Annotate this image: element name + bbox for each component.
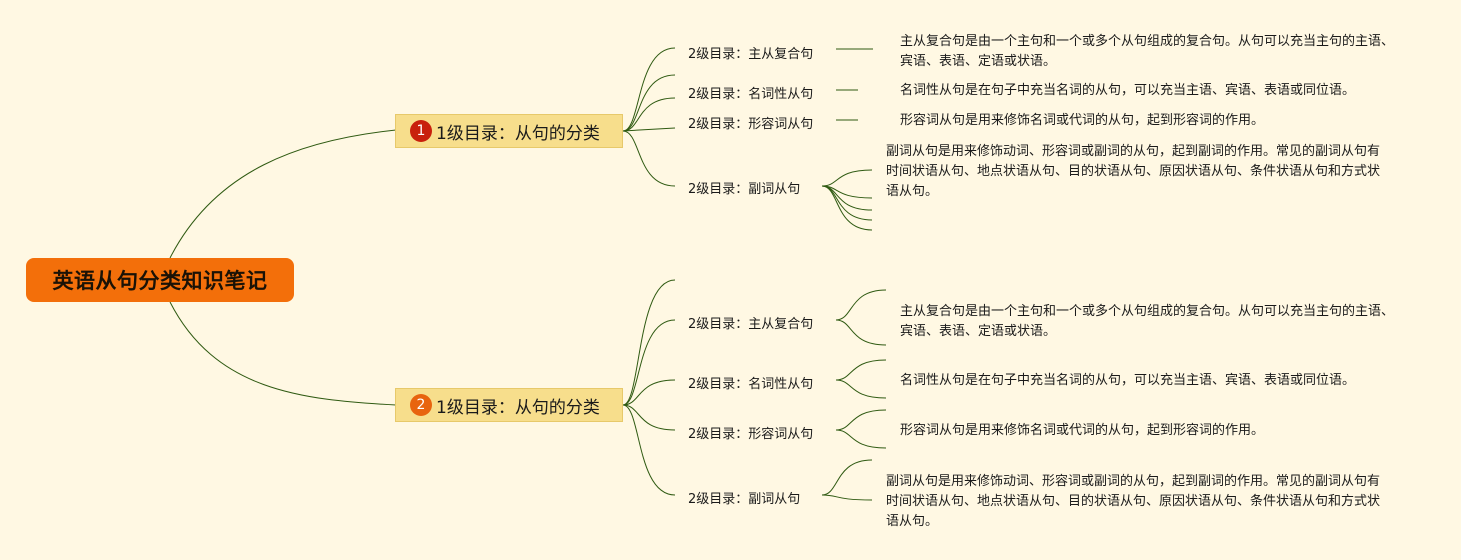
edge-b1-c2 [622, 97, 676, 132]
edge-2-3-a [835, 409, 887, 431]
note-1-4: 副词从句是用来修饰动词、形容词或副词的从句，起到副词的作用。常见的副词从句有时间… [886, 144, 1381, 199]
edge-b1-c1b [622, 74, 676, 132]
note-2-2: 名词性从句是在句子中充当名词的从句，可以充当主语、宾语、表语或同位语。 [900, 373, 1356, 388]
subtopic-2-3[interactable]: 2级目录：形容词从句 [688, 427, 814, 442]
branch-title: 1级目录：从句的分类 [436, 397, 600, 418]
edge-b1-c4 [622, 130, 676, 187]
note-1-2: 名词性从句是在句子中充当名词的从句，可以充当主语、宾语、表语或同位语。 [900, 83, 1356, 98]
subtopic-1-4[interactable]: 2级目录：副词从句 [688, 182, 801, 197]
edge-2-1-b [835, 319, 887, 346]
number-badge-icon: 2 [410, 394, 432, 416]
edge-b1-c3 [622, 127, 676, 132]
edge-b2-c3 [622, 404, 676, 431]
note-2-3: 形容词从句是用来修饰名词或代词的从句，起到形容词的作用。 [900, 423, 1265, 438]
note-2-4: 副词从句是用来修饰动词、形容词或副词的从句，起到副词的作用。常见的副词从句有时间… [886, 474, 1381, 529]
edge-2-3-b [835, 429, 887, 449]
subtopic-2-1[interactable]: 2级目录：主从复合句 [688, 317, 814, 332]
branch-topic-1[interactable]: 1 1级目录：从句的分类 [395, 114, 623, 148]
subtopic-2-4[interactable]: 2级目录：副词从句 [688, 492, 801, 507]
edge-2-4-b [821, 494, 873, 501]
edge-2-2-b [835, 379, 887, 399]
number-badge-icon: 1 [410, 120, 432, 142]
root-topic[interactable]: 英语从句分类知识笔记 [26, 258, 294, 302]
edge-2-1-a [835, 289, 887, 321]
subtopic-1-2[interactable]: 2级目录：名词性从句 [688, 87, 814, 102]
subtopic-2-2[interactable]: 2级目录：名词性从句 [688, 377, 814, 392]
edge-1-4-e [821, 185, 873, 231]
edge-2-4-a [821, 459, 873, 496]
subtopic-1-1[interactable]: 2级目录：主从复合句 [688, 47, 814, 62]
edge-b2-c0 [622, 279, 676, 406]
note-2-1: 主从复合句是由一个主句和一个或多个从句组成的复合句。从句可以充当主句的主语、宾语… [900, 304, 1395, 339]
edge-b1-c1 [622, 47, 676, 132]
subtopic-1-3[interactable]: 2级目录：形容词从句 [688, 117, 814, 132]
edge-1-4-d [821, 185, 873, 221]
edge-2-2-a [835, 359, 887, 381]
branch-topic-2[interactable]: 2 1级目录：从句的分类 [395, 388, 623, 422]
note-1-3: 形容词从句是用来修饰名词或代词的从句，起到形容词的作用。 [900, 113, 1265, 128]
edge-root-branch-2 [169, 301, 397, 406]
edge-b2-c1 [622, 319, 676, 406]
branch-title: 1级目录：从句的分类 [436, 123, 600, 144]
note-1-1: 主从复合句是由一个主句和一个或多个从句组成的复合句。从句可以充当主句的主语、宾语… [900, 34, 1395, 69]
edge-1-4-a [821, 169, 873, 187]
edge-b2-c2 [622, 379, 676, 406]
edge-root-branch-1 [169, 129, 397, 259]
edge-b2-c4 [622, 404, 676, 496]
root-title: 英语从句分类知识笔记 [52, 269, 268, 293]
